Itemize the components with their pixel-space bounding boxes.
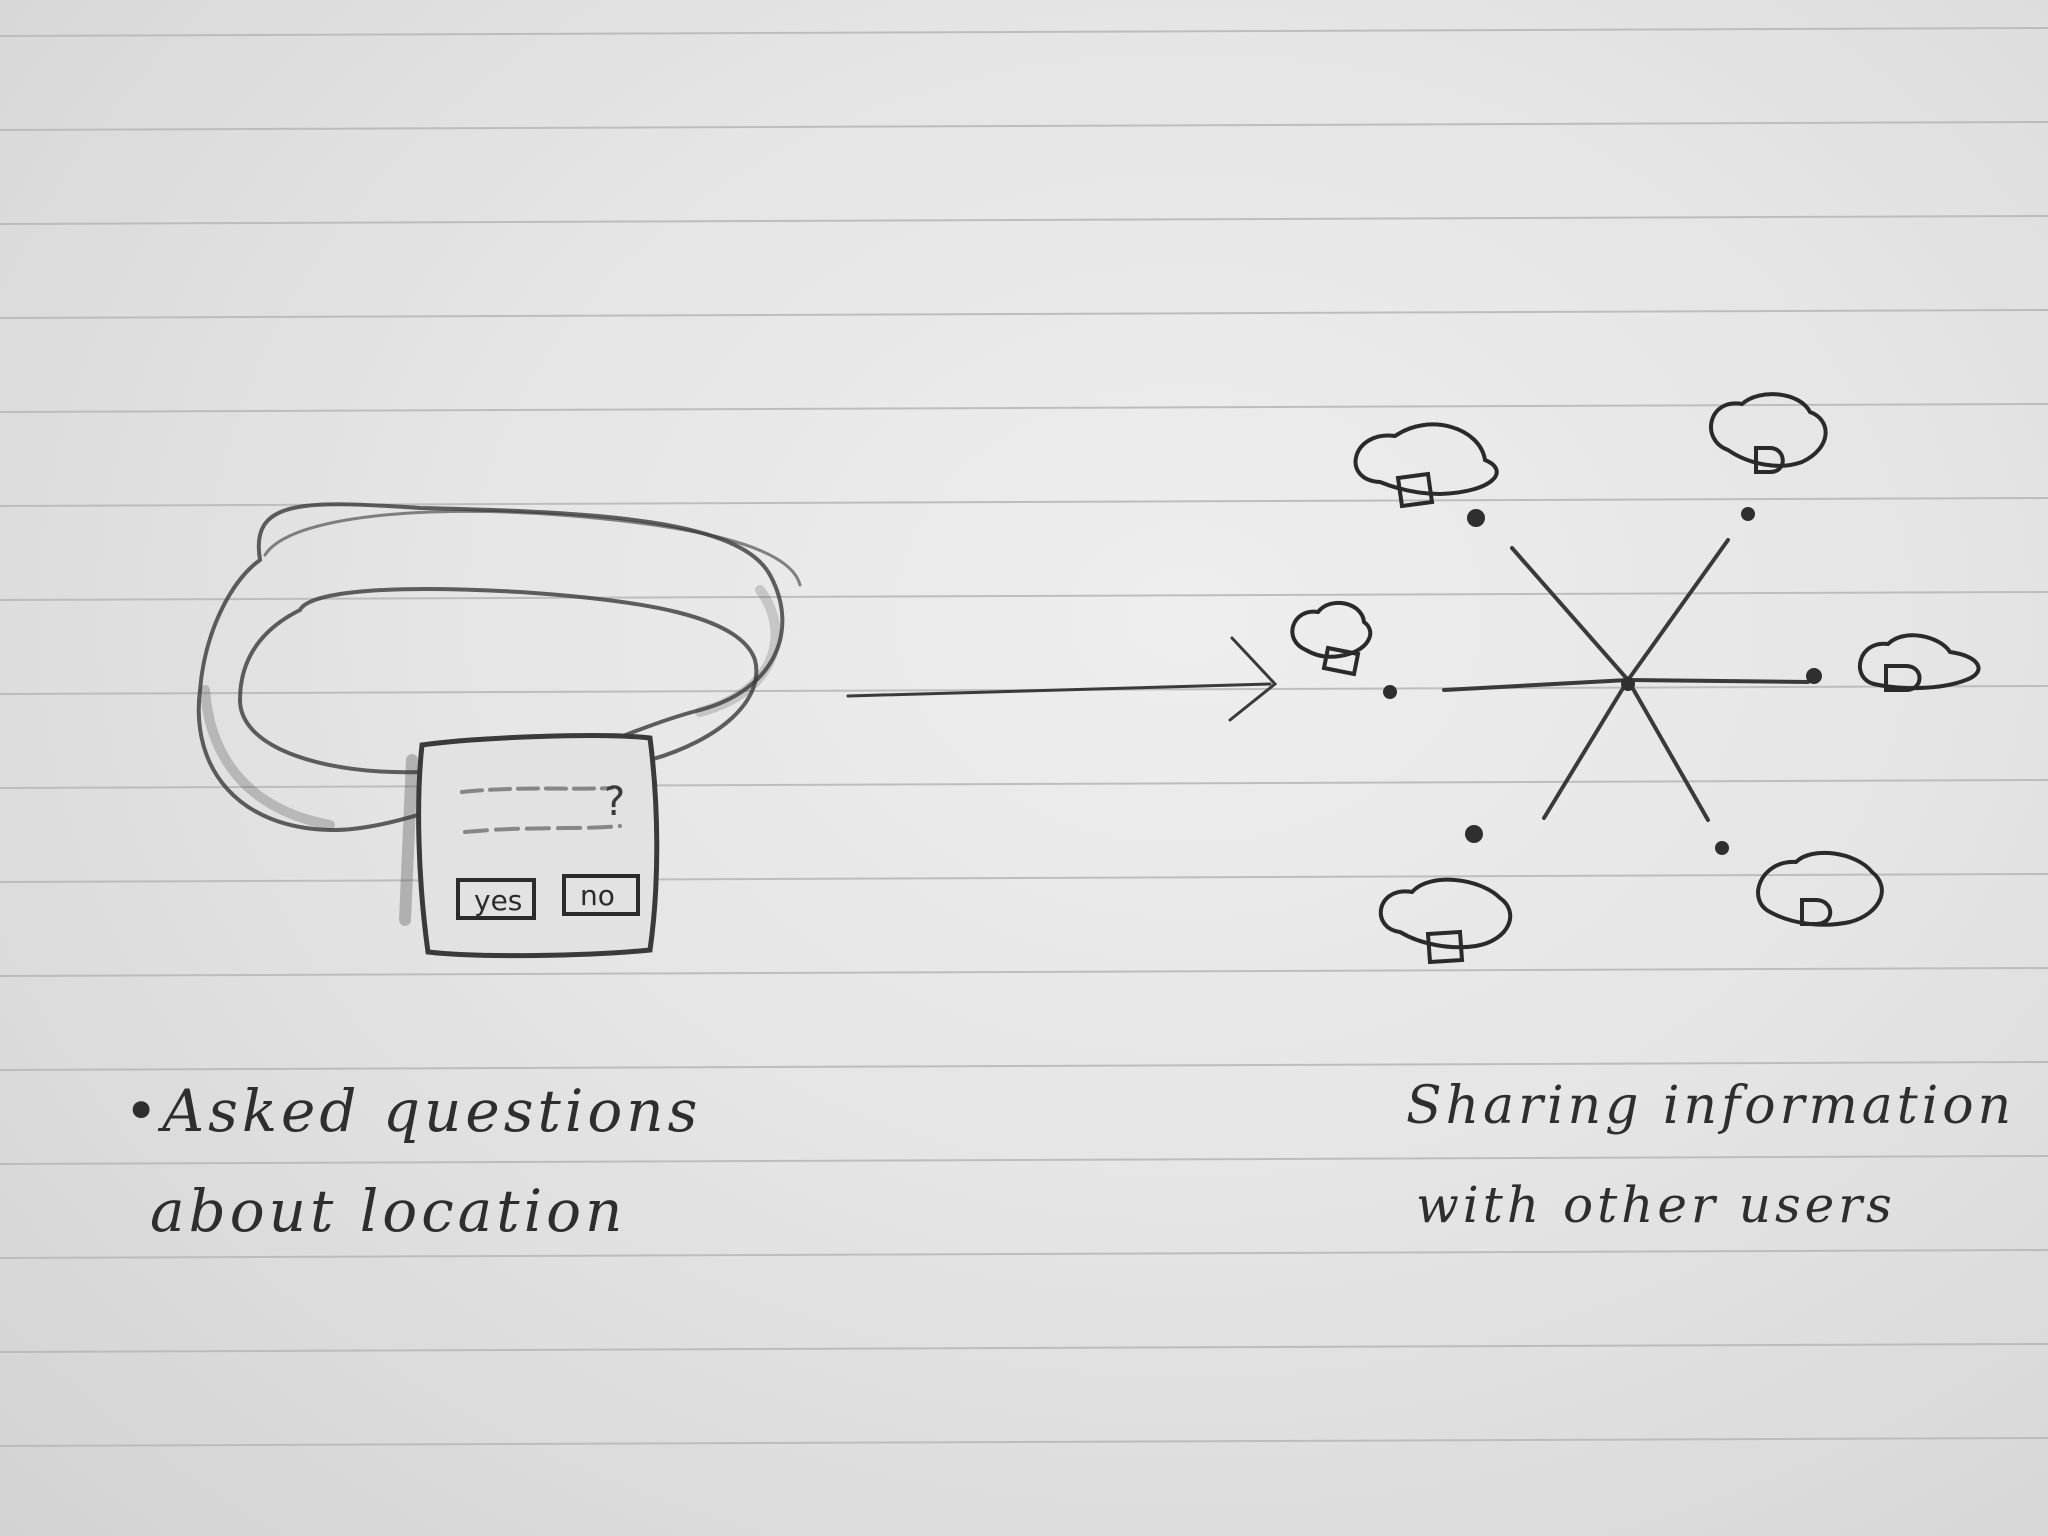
user-icon-top-left (1353, 422, 1499, 509)
right-caption-line-1: Sharing information (1406, 1076, 2016, 1136)
hub-center-node (1621, 677, 1635, 691)
question-line-1 (460, 786, 614, 794)
band-shading (200, 685, 335, 830)
question-mark: ? (604, 779, 625, 825)
user-icon-left (1290, 601, 1373, 677)
question-line-2 (463, 824, 622, 834)
wristband-device-sketch (196, 502, 802, 959)
network-hub (1442, 538, 1810, 822)
user-icon-bottom-right (1756, 850, 1884, 927)
no-button[interactable] (562, 874, 640, 916)
band-outer-outline-2 (263, 509, 802, 587)
left-caption-line-2: about location (150, 1177, 627, 1245)
network-node-dots (1383, 507, 1822, 855)
user-icon-top-right (1709, 392, 1828, 474)
user-icon-bottom-left (1378, 877, 1513, 965)
band-inner-outline (237, 587, 759, 775)
flow-arrow (846, 636, 1278, 722)
right-caption-line-2: with other users (1416, 1176, 1896, 1234)
yes-button-label: yes (474, 884, 522, 917)
yes-button[interactable] (456, 878, 536, 920)
user-icon-right (1857, 633, 1981, 692)
band-outer-outline (196, 502, 785, 833)
band-shading-2 (695, 585, 781, 717)
no-button-label: no (580, 879, 615, 912)
device-screen-outline (416, 733, 660, 959)
screen-side-shading (399, 754, 418, 926)
left-caption-line-1: •Asked questions (124, 1077, 702, 1145)
